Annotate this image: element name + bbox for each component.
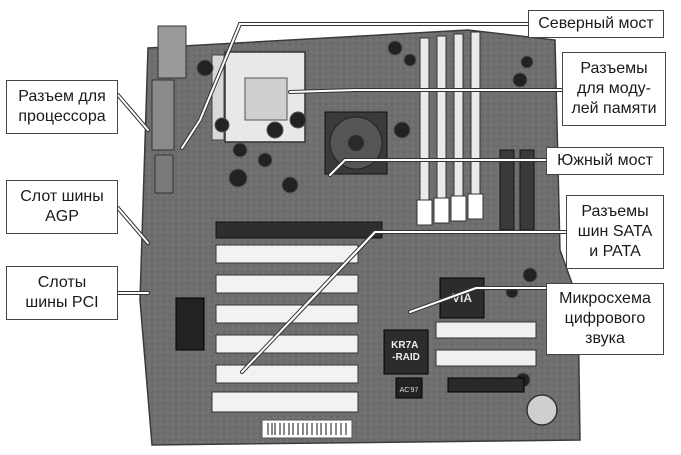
label-north-bridge: Северный мост: [528, 10, 664, 38]
cmos-battery: [526, 394, 558, 426]
label-audio-chip: Микросхема цифрового звука: [546, 283, 664, 355]
label-south-bridge: Южный мост: [546, 147, 664, 175]
capacitors: [196, 40, 538, 388]
barcode-sticker: [261, 419, 353, 439]
board-model-marking: KR7A -RAID: [391, 340, 421, 363]
label-cpu-socket: Разъем для процессора: [6, 80, 118, 134]
ide-connectors: [435, 321, 537, 393]
board-model-line-1: KR7A: [391, 340, 418, 351]
leader-lines: [116, 22, 568, 374]
agp-slot: [215, 221, 383, 239]
audio-codec-chip: AC'97: [395, 377, 423, 399]
north-bridge-heatsink: [324, 111, 388, 175]
label-pci-slots: Слоты шины PCI: [6, 266, 118, 320]
memory-slot-clips: [416, 193, 484, 226]
label-agp-slot: Слот шины AGP: [6, 180, 118, 234]
label-sata-pata: Разъемы шин SATA и PATA: [566, 195, 664, 269]
label-memory-slots: Разъемы для моду- лей памяти: [562, 52, 666, 126]
raid-controller-chip: KR7A -RAID: [383, 329, 429, 375]
bios-chip: [175, 297, 205, 351]
codec-marking: AC'97: [400, 387, 419, 394]
cpu-socket: [211, 51, 306, 143]
board-model-line-2: -RAID: [392, 352, 420, 363]
pci-slots: [211, 244, 359, 413]
rear-io-panel: [151, 25, 187, 194]
